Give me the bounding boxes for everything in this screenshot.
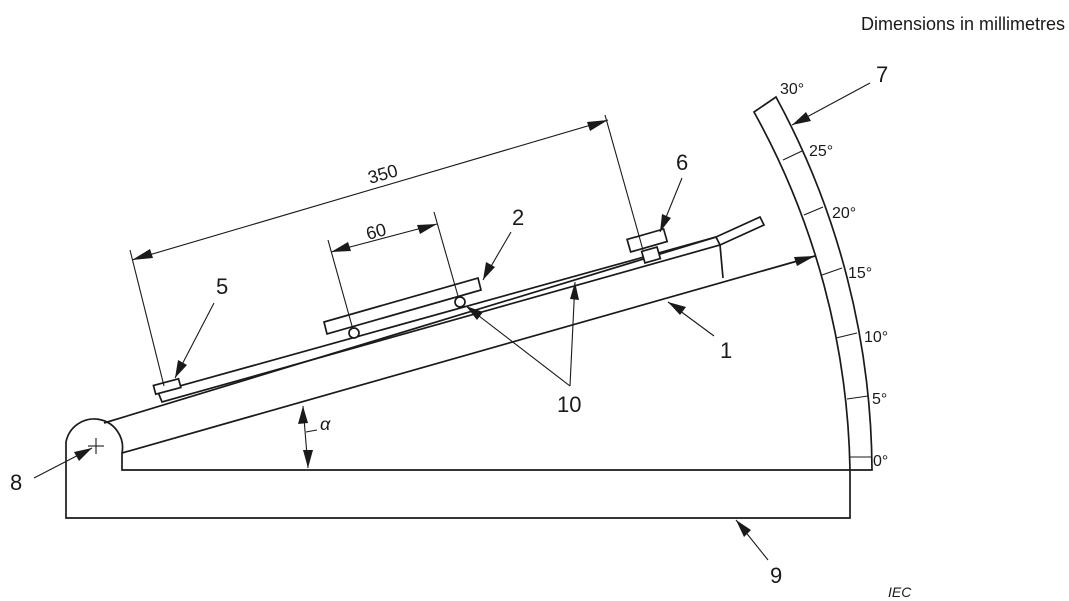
callout-6: 6: [676, 150, 688, 175]
dim-60-arrow-left: [331, 242, 351, 252]
callout-8-arrow: [74, 448, 92, 461]
callout-8: 8: [10, 470, 22, 495]
scale-ticks: [782, 150, 871, 458]
callout-7: 7: [876, 62, 888, 87]
dim-60-arrow-right: [417, 224, 437, 234]
callout-2-arrow: [483, 262, 495, 280]
roller-left: [348, 327, 360, 339]
iec-mark: IEC: [888, 584, 912, 600]
dim-350-line: [131, 119, 609, 261]
dim-60-ext-left: [327, 239, 353, 327]
dim-350-arrow-left: [132, 249, 153, 260]
dim-60-ext-right: [433, 211, 459, 297]
alpha-leader: [305, 429, 318, 433]
callout-10-leader-a: [465, 305, 571, 387]
callout-5-arrow: [175, 360, 187, 378]
base-frame: [65, 418, 851, 519]
callout-9-arrow: [736, 520, 751, 537]
carrier-strip: [156, 235, 722, 404]
callout-9: 9: [770, 563, 782, 588]
dim-350-value: 350: [366, 160, 400, 188]
dim-350-ext-left: [129, 249, 165, 387]
alpha-arrow-bottom: [303, 450, 313, 468]
board-raised-end: [715, 215, 766, 246]
alpha-arrow-top: [298, 406, 308, 424]
dim-60-value: 60: [364, 219, 389, 244]
angle-scale-arc: [752, 95, 873, 471]
alpha-symbol: α: [320, 414, 331, 434]
clamp-6: [626, 227, 669, 254]
callout-1-arrow: [668, 302, 686, 315]
board-angle-arrow: [794, 256, 815, 266]
callout-7-arrow: [792, 112, 811, 125]
callout-5: 5: [216, 274, 228, 299]
roller-right: [454, 296, 466, 308]
board-support: [719, 244, 724, 279]
callout-1: 1: [720, 338, 732, 363]
dim-350-ext-right: [604, 114, 644, 251]
scale-label-5: 5°: [872, 391, 887, 408]
scale-label-0: 0°: [873, 453, 888, 470]
dimensions-note: Dimensions in millimetres: [861, 14, 1065, 34]
sample-plate: [322, 276, 483, 336]
dim-350-arrow-right: [587, 120, 608, 131]
clamp-6-post: [640, 245, 662, 265]
callout-2: 2: [512, 205, 524, 230]
scale-label-30: 30°: [780, 81, 804, 98]
callout-10: 10: [557, 392, 581, 417]
callout-6-arrow: [660, 214, 671, 232]
inclined-board-top: [103, 236, 717, 424]
scale-label-15: 15°: [848, 265, 872, 282]
scale-label-10: 10°: [864, 329, 888, 346]
clamp-5: [152, 377, 182, 396]
inclined-board-bottom: [121, 255, 816, 454]
callout-10-arrow-a: [466, 306, 483, 320]
scale-label-25: 25°: [809, 143, 833, 160]
scale-label-20: 20°: [832, 205, 856, 222]
callout-10-arrow-b: [570, 282, 579, 300]
